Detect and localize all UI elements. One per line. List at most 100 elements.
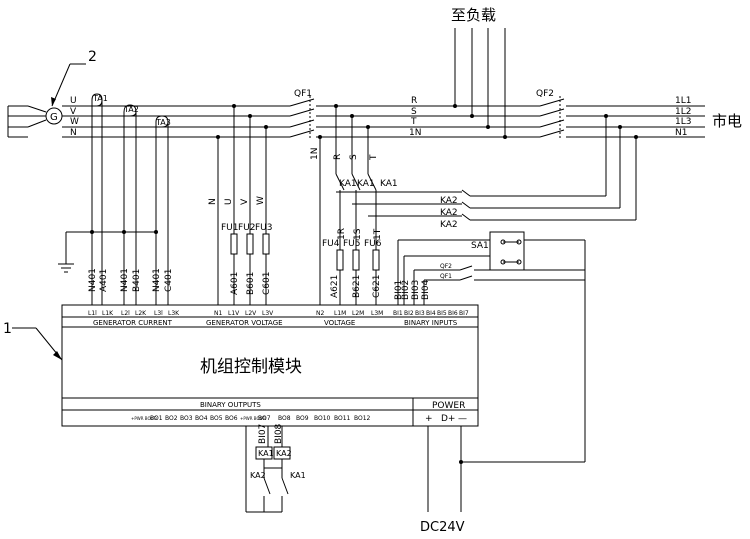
svg-text:BO8: BO8 (278, 415, 291, 422)
svg-text:KA1: KA1 (258, 449, 274, 458)
svg-text:1N: 1N (409, 128, 421, 138)
svg-text:SA1: SA1 (471, 241, 489, 251)
svg-text:L2l: L2l (121, 310, 130, 317)
controller-module: 机组控制模块 (61, 304, 479, 427)
svg-text:BO6: BO6 (225, 415, 238, 422)
svg-text:2: 2 (88, 49, 97, 65)
svg-text:FU5: FU5 (343, 239, 361, 249)
svg-text:1L2: 1L2 (675, 107, 691, 117)
svg-text:B601: B601 (246, 272, 256, 295)
svg-text:GENERATOR VOLTAGE: GENERATOR VOLTAGE (206, 319, 283, 327)
svg-text:BI3: BI3 (415, 310, 425, 317)
svg-text:KA1: KA1 (339, 179, 357, 189)
ct-wires (65, 100, 169, 305)
svg-text:BI6: BI6 (448, 310, 458, 317)
svg-text:BO4: BO4 (195, 415, 208, 422)
svg-text:BI7: BI7 (459, 310, 469, 317)
svg-text:W: W (256, 196, 266, 205)
breaker-qf2: QF2 (536, 89, 565, 138)
svg-text:KA2: KA2 (250, 471, 266, 480)
svg-text:N: N (70, 128, 77, 138)
svg-text:1N: 1N (310, 148, 320, 160)
svg-text:TA3: TA3 (155, 118, 171, 127)
svg-text:L1l: L1l (88, 310, 97, 317)
svg-text:KA2: KA2 (440, 196, 458, 206)
svg-text:L3M: L3M (371, 310, 383, 317)
svg-text:KA1: KA1 (357, 179, 375, 189)
svg-text:至负载: 至负载 (451, 6, 496, 24)
svg-text:KA1: KA1 (290, 471, 306, 480)
power-supply: DC24V (420, 426, 585, 535)
svg-text:N401: N401 (152, 268, 162, 292)
svg-text:S: S (411, 107, 417, 117)
svg-text:BO12: BO12 (354, 415, 371, 422)
svg-text:N1: N1 (214, 310, 222, 317)
svg-text:N401: N401 (88, 268, 98, 292)
callout-controller: 1 (3, 321, 63, 361)
svg-text:GENERATOR CURRENT: GENERATOR CURRENT (93, 319, 173, 327)
svg-text:A601: A601 (230, 272, 240, 295)
svg-text:A401: A401 (99, 269, 109, 292)
svg-text:U: U (224, 198, 234, 205)
mains-voltage-wires: KA1 KA1 KA1 FU4 FU5 FU6 1N R S T 1R 1S 1… (310, 104, 398, 305)
svg-text:BO1: BO1 (150, 415, 163, 422)
svg-text:TA1: TA1 (92, 94, 108, 103)
svg-text:机组控制模块: 机组控制模块 (200, 357, 302, 377)
svg-text:B401: B401 (132, 269, 142, 292)
svg-text:V: V (70, 107, 77, 117)
svg-text:L3l: L3l (154, 310, 163, 317)
svg-text:BINARY OUTPUTS: BINARY OUTPUTS (200, 401, 261, 409)
svg-text:+: + (425, 414, 433, 424)
selector-switch-sa1: SA1 (397, 231, 586, 462)
gen-voltage-wires: FU1 FU2 FU3 N U V W A601 B601 C601 (208, 104, 273, 305)
svg-text:BI02: BI02 (401, 280, 411, 300)
svg-text:FU3: FU3 (255, 223, 273, 233)
svg-text:KA2: KA2 (440, 208, 458, 218)
svg-text:BI2: BI2 (404, 310, 414, 317)
svg-text:L2K: L2K (135, 310, 147, 317)
svg-text:BI5: BI5 (437, 310, 447, 317)
current-transformers: TA1 TA2 TA3 (91, 93, 171, 128)
svg-text:BO5: BO5 (210, 415, 223, 422)
svg-text:1S: 1S (353, 228, 363, 240)
svg-text:R: R (411, 96, 417, 106)
svg-text:FU4: FU4 (322, 239, 340, 249)
generator-phase-labels: U V W N (70, 96, 79, 138)
load-feed: 至负载 R S T 1N (409, 6, 507, 139)
mains-labels: 1L1 1L2 1L3 N1 市电 (675, 96, 742, 138)
svg-text:TA2: TA2 (123, 105, 139, 114)
svg-text:L3V: L3V (262, 310, 274, 317)
relay-coils: BI07 BI08 KA1 KA2 KA2 KA1 (245, 423, 306, 513)
svg-text:1L1: 1L1 (675, 96, 691, 106)
ground-icon (58, 263, 74, 273)
svg-text:T: T (369, 154, 379, 161)
svg-text:G: G (50, 112, 58, 123)
svg-text:V: V (240, 198, 250, 205)
qf-contacts: QF2 QF1 BI01 BI02 BI03 BI04 (394, 263, 585, 305)
svg-text:L1V: L1V (228, 310, 240, 317)
svg-text:BO2: BO2 (165, 415, 178, 422)
svg-text:FU6: FU6 (364, 239, 382, 249)
svg-text:N401: N401 (120, 268, 130, 292)
svg-text:L1K: L1K (102, 310, 114, 317)
svg-text:A621: A621 (330, 275, 340, 298)
svg-text:BI01: BI01 (394, 280, 404, 300)
svg-text:BINARY INPUTS: BINARY INPUTS (404, 319, 458, 327)
busbars (7, 105, 705, 138)
breaker-qf1: QF1 (289, 89, 315, 138)
svg-text:FU1: FU1 (221, 223, 239, 233)
svg-text:+PWR BOUTs: +PWR BOUTs (240, 416, 266, 421)
svg-text:QF2: QF2 (440, 263, 452, 270)
svg-text:KA2: KA2 (440, 220, 458, 230)
svg-text:1: 1 (3, 321, 12, 337)
svg-text:T: T (410, 117, 417, 127)
svg-text:BO3: BO3 (180, 415, 193, 422)
svg-text:N2: N2 (316, 310, 324, 317)
svg-text:N1: N1 (675, 128, 687, 138)
svg-text:KA1: KA1 (380, 179, 398, 189)
svg-text:POWER: POWER (432, 401, 465, 411)
svg-text:BO9: BO9 (296, 415, 309, 422)
svg-text:N: N (208, 198, 218, 205)
svg-text:1T: 1T (373, 228, 383, 240)
